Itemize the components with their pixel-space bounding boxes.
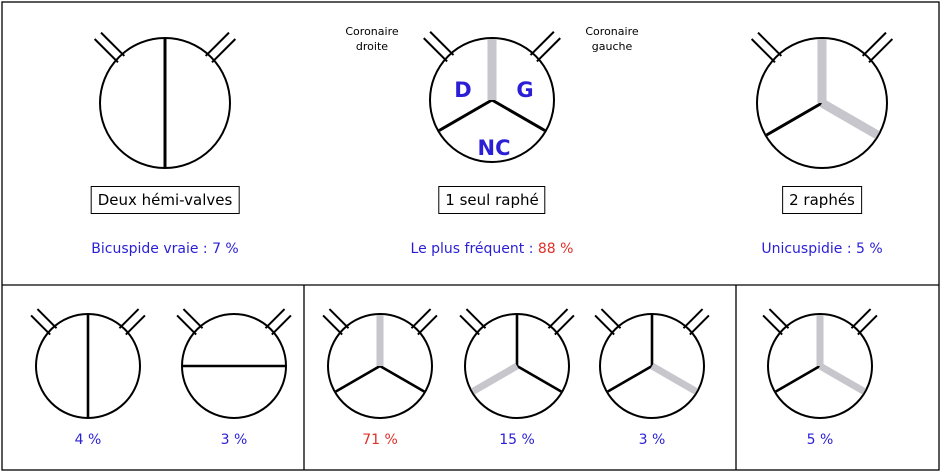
caption-true-bicuspid: Bicuspide vraie : 7 % <box>91 241 239 257</box>
coronary-left-icon <box>118 308 140 329</box>
coronary-left-icon <box>264 308 286 329</box>
raphe-segment <box>818 362 866 395</box>
commissure-segment <box>491 98 546 132</box>
caption-text: Le plus fréquent : <box>410 241 538 257</box>
coronary-left-icon <box>204 31 230 57</box>
raphe-segment <box>819 99 880 139</box>
coronary-left-icon <box>211 38 237 64</box>
percent-label: 3 % <box>220 432 248 448</box>
commissure-segment <box>765 101 823 137</box>
percent-label: 71 % <box>362 432 398 448</box>
caption-text: Unicuspidie : <box>761 241 856 257</box>
coronary-right-icon <box>459 314 480 336</box>
coronary-left-icon <box>536 37 561 63</box>
coronary-left-icon <box>547 308 569 329</box>
coronary-left-icon <box>554 314 575 336</box>
coronary-right-icon <box>594 314 615 336</box>
coronary-right-icon <box>322 314 343 336</box>
commissure-segment <box>335 364 381 393</box>
coronary-right-icon <box>600 308 622 329</box>
coronary-left-icon <box>861 31 887 57</box>
caption-percent: 5 % <box>856 241 883 257</box>
coronary-right-icon <box>93 38 119 64</box>
coronary-right-icon <box>757 31 783 57</box>
raphe-segment <box>650 362 698 395</box>
coronary-left-icon <box>125 314 146 336</box>
caption-percent: 88 % <box>537 241 574 257</box>
leaflet-label-left: G <box>516 78 534 102</box>
coronary-right-icon <box>465 308 487 329</box>
commissure-segment <box>516 364 562 393</box>
percent-label: 15 % <box>499 432 535 448</box>
coronary-right-icon <box>36 308 58 329</box>
coronary-right-icon <box>429 31 455 56</box>
percent-label: 3 % <box>638 432 666 448</box>
label-box-one-raphe: 1 seul raphé <box>438 186 546 214</box>
commissure-segment <box>379 364 425 393</box>
label-box-two-raphes: 2 raphés <box>782 186 862 214</box>
coronary-left-label: Coronaire gauche <box>585 25 639 53</box>
coronary-right-icon <box>176 314 197 336</box>
coronary-right-icon <box>328 308 350 329</box>
coronary-left-icon <box>689 314 710 336</box>
coronary-right-icon <box>182 308 204 329</box>
coronary-left-icon <box>868 38 894 64</box>
coronary-right-icon <box>768 308 790 329</box>
caption-percent: 7 % <box>212 241 239 257</box>
raphe-segment <box>471 362 519 395</box>
caption-text: Bicuspide vraie : <box>91 241 213 257</box>
commissure-segment <box>438 98 493 132</box>
coronary-right-label: Coronaire droite <box>345 25 399 53</box>
commissure-segment <box>775 364 821 393</box>
leaflet-label-right: D <box>454 78 472 102</box>
coronary-right-icon <box>762 314 783 336</box>
coronary-left-icon <box>857 314 878 336</box>
caption-unicuspid: Unicuspidie : 5 % <box>761 241 882 257</box>
coronary-left-icon <box>529 31 555 56</box>
coronary-right-icon <box>30 314 51 336</box>
caption-most-frequent: Le plus fréquent : 88 % <box>411 241 574 257</box>
coronary-right-icon <box>423 37 448 63</box>
commissure-segment <box>607 364 653 393</box>
coronary-left-icon <box>850 308 872 329</box>
percent-label: 4 % <box>74 432 102 448</box>
coronary-left-icon <box>682 308 704 329</box>
label-box-two-hemivalves: Deux hémi-valves <box>90 186 240 214</box>
percent-label: 5 % <box>806 432 834 448</box>
coronary-right-icon <box>750 38 776 64</box>
coronary-left-icon <box>271 314 292 336</box>
coronary-left-icon <box>410 308 432 329</box>
coronary-left-icon <box>417 314 438 336</box>
leaflet-label-noncoronary: NC <box>477 136 511 160</box>
coronary-right-icon <box>100 31 126 57</box>
